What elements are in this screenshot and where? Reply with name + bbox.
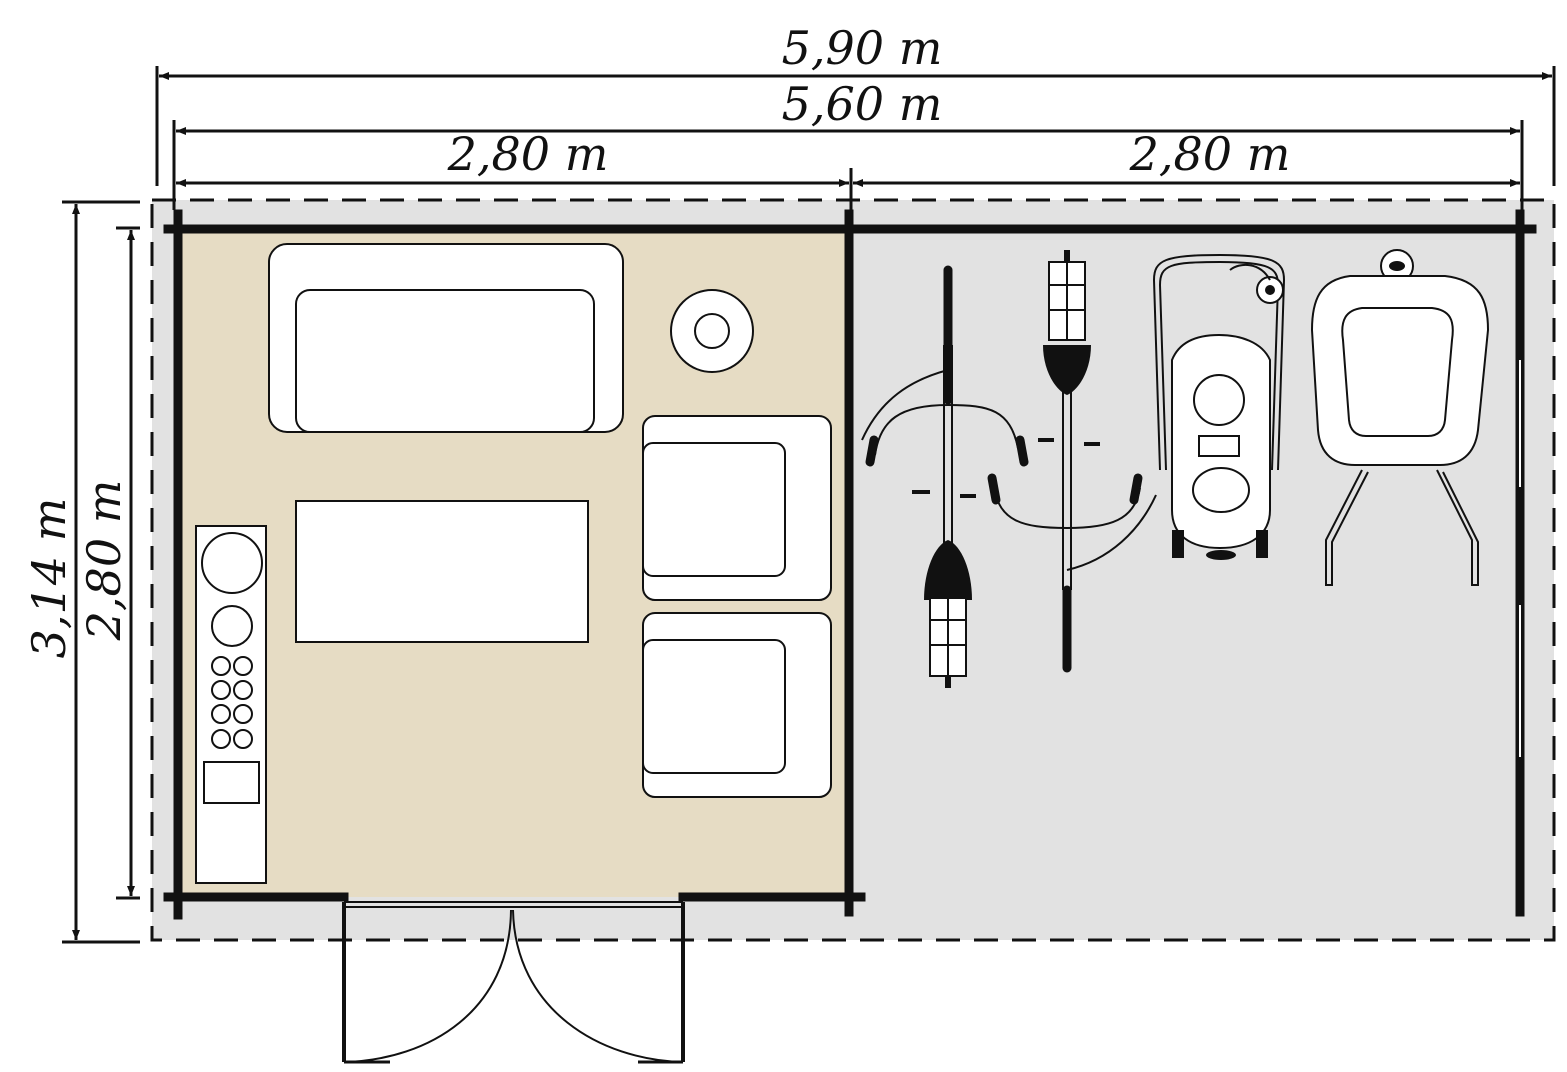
wheelbarrow-icon <box>1310 249 1490 586</box>
armchair-icon <box>642 612 832 798</box>
dim-left-room-width: 2,80 m <box>447 127 609 181</box>
side-table-icon <box>670 289 754 373</box>
lawn-mower-icon <box>1152 253 1286 560</box>
coffee-table-icon <box>295 500 589 643</box>
dim-total-width: 5,90 m <box>782 21 943 75</box>
armchair-icon <box>642 415 832 601</box>
dim-inner-width: 5,60 m <box>782 77 943 131</box>
dim-total-depth: 3,14 m <box>22 498 76 659</box>
walls <box>163 209 1537 920</box>
dimension-lines <box>62 66 1556 944</box>
bicycle-icon <box>861 265 1029 688</box>
dim-inner-depth: 2,80 m <box>77 480 131 642</box>
bicycle-icon <box>987 250 1157 673</box>
kitchenette-icon <box>195 525 267 884</box>
dim-right-room-width: 2,80 m <box>1129 127 1291 181</box>
sofa-icon <box>268 243 624 433</box>
double-door-icon <box>342 901 685 1064</box>
